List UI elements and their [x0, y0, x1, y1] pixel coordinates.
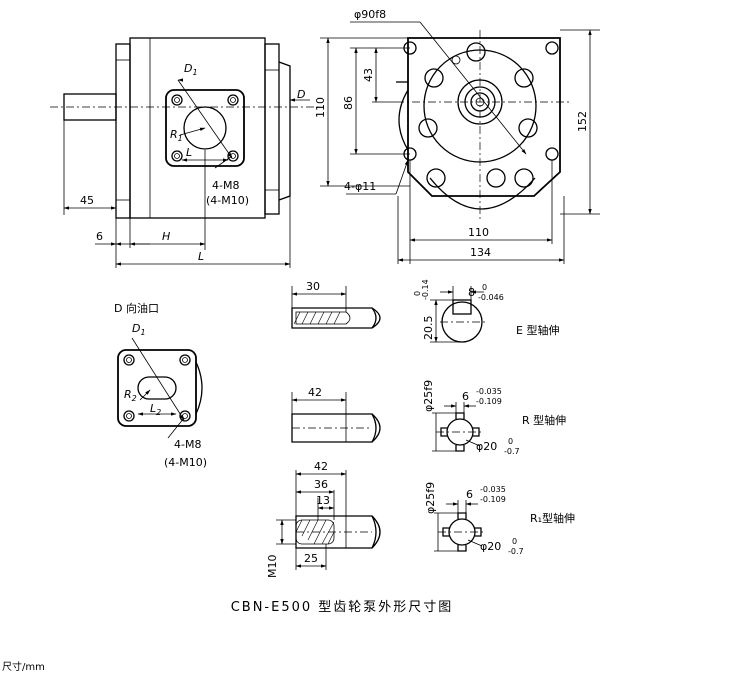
e-depth-tol-dn: -0.14	[421, 279, 430, 300]
r-width-tol-dn: -0.109	[476, 397, 502, 406]
shaft-r-section	[291, 392, 484, 452]
dim-43: 43	[362, 68, 375, 82]
e-dim-30: 30	[306, 280, 320, 293]
front-d1-label: D1	[184, 62, 198, 77]
front-thread-alt-label: (4-M10)	[206, 194, 249, 207]
r-phi20-tol-up: 0	[508, 437, 513, 446]
dim-phi90: φ90f8	[354, 8, 386, 21]
dim-152: 152	[576, 111, 589, 132]
dim-110-vertical: 110	[314, 97, 327, 118]
e-depth: 20.5	[422, 316, 435, 341]
e-key-width: 8	[468, 286, 475, 299]
dim-l: L	[198, 250, 204, 263]
e-key-tol-dn: -0.046	[478, 293, 504, 302]
e-shaft-label: E 型轴伸	[516, 323, 559, 337]
dim-134: 134	[470, 246, 491, 259]
dim-86: 86	[342, 96, 355, 110]
port-view-label: D 向油口	[114, 301, 159, 315]
r1-dim-36: 36	[314, 478, 328, 491]
port-view	[117, 337, 203, 439]
dim-45: 45	[80, 194, 94, 207]
port-thread-label: 4-M8	[174, 438, 201, 451]
r-phi20-tol-dn: -0.7	[504, 447, 520, 456]
r-width: 6	[462, 390, 469, 403]
dim-h: H	[162, 230, 170, 243]
r-phi25: φ25f9	[422, 380, 435, 412]
r1-phi25: φ25f9	[424, 482, 437, 514]
r1-dim-42: 42	[314, 460, 328, 473]
holes-label: 4-φ11	[344, 180, 376, 193]
r-phi20: φ20	[476, 440, 497, 453]
e-depth-tol-up: 0	[413, 291, 422, 296]
r1-shaft-label: R₁型轴伸	[530, 511, 575, 525]
dim-110-horizontal: 110	[468, 226, 489, 239]
r1-phi20-tol-dn: -0.7	[508, 547, 524, 556]
shaft-e-section	[291, 286, 486, 343]
r1-dim-13: 13	[316, 494, 330, 507]
port-l2-label: L2	[150, 402, 161, 417]
r1-phi20-tol-up: 0	[512, 537, 517, 546]
front-l-inner-label: L	[186, 146, 192, 159]
front-view	[50, 37, 320, 268]
r1-dim-25: 25	[304, 552, 318, 565]
r1-width: 6	[466, 488, 473, 501]
r-shaft-label: R 型轴伸	[522, 413, 566, 427]
dim-6: 6	[96, 230, 103, 243]
r-dim-42: 42	[308, 386, 322, 399]
r1-phi20: φ20	[480, 540, 501, 553]
front-r1-label: R1	[170, 128, 183, 143]
drawing-title: CBN-E500 型齿轮泵外形尺寸图	[230, 600, 454, 615]
r1-m10: M10	[266, 555, 279, 579]
units-note: 尺寸/mm	[2, 662, 45, 673]
port-thread-alt-label: (4-M10)	[164, 456, 207, 469]
side-view	[320, 21, 600, 264]
r1-width-tol-dn: -0.109	[480, 495, 506, 504]
port-r2-label: R2	[124, 388, 137, 403]
shaft-r1-section	[276, 470, 486, 570]
port-d1-label: D1	[132, 322, 146, 337]
front-d-right-label: D	[297, 88, 305, 101]
r1-width-tol-up: -0.035	[480, 485, 506, 494]
e-key-tol-up: 0	[482, 283, 487, 292]
front-thread-label: 4-M8	[212, 179, 239, 192]
r-width-tol-up: -0.035	[476, 387, 502, 396]
